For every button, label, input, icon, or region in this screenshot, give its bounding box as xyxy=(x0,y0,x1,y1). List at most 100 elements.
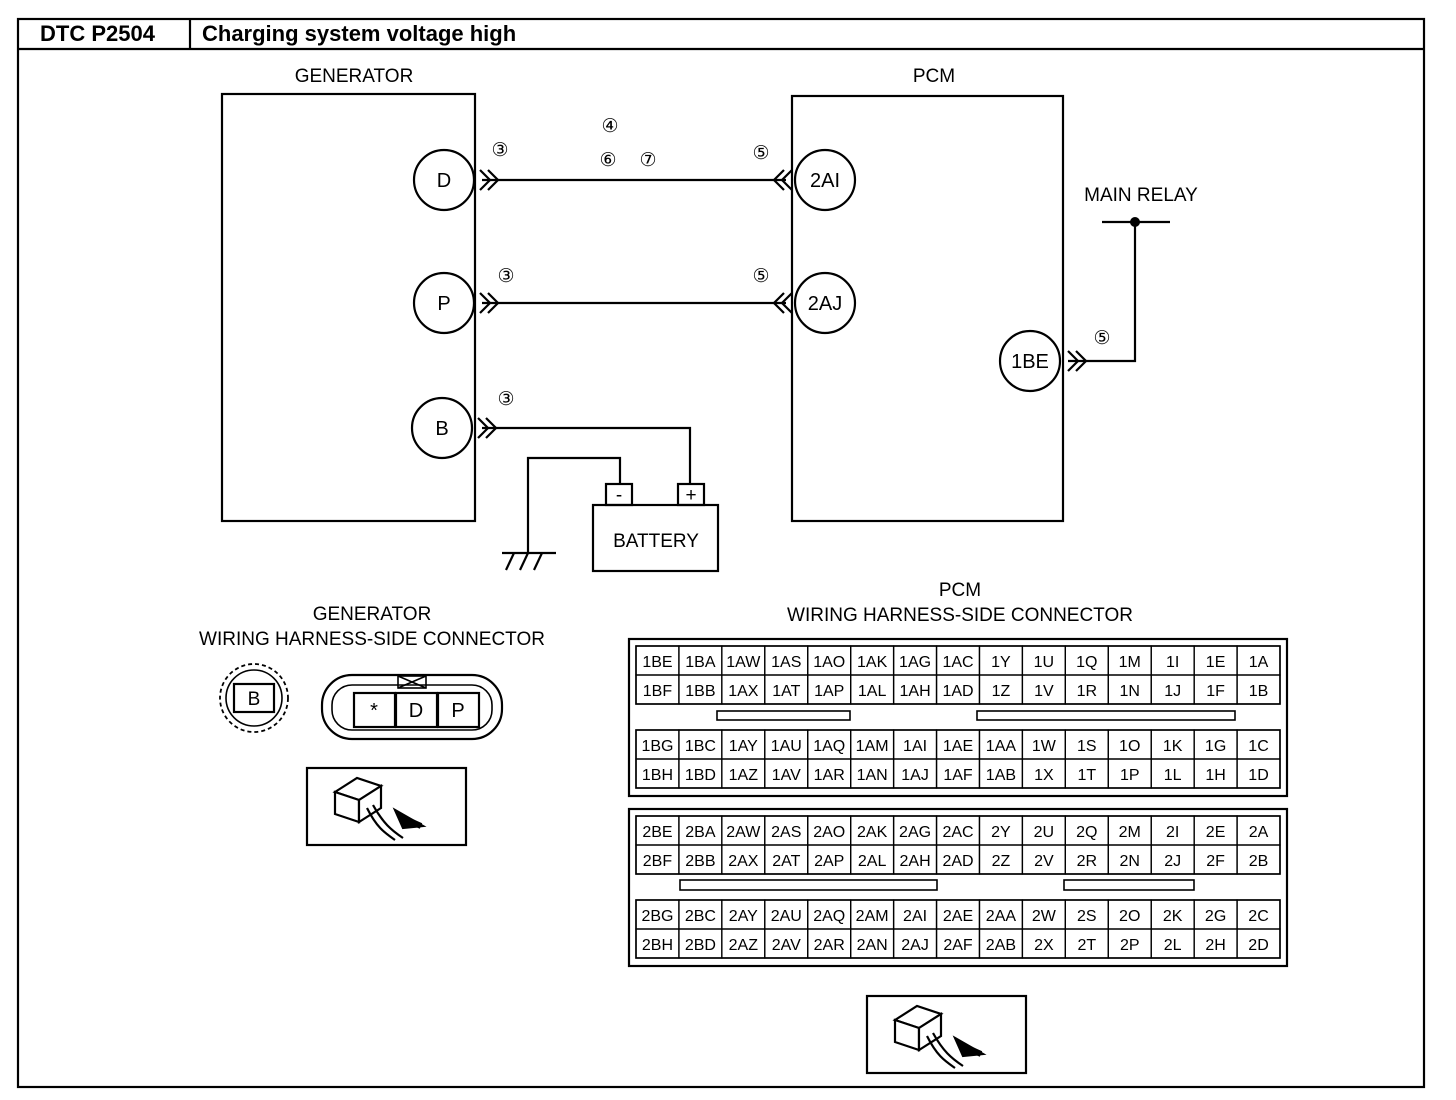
pcm-pin-cell-2l: 2L xyxy=(1164,937,1182,954)
step-mark-pcm-1be: ⑤ xyxy=(1093,328,1110,349)
pcm-pin-cell-1az: 1AZ xyxy=(729,767,759,784)
step-mark-gen-p: ③ xyxy=(497,266,514,287)
pcm-cell-border xyxy=(1236,928,1281,959)
pcm-pin-cell-2af: 2AF xyxy=(943,937,973,954)
pcm-pin-cell-1am: 1AM xyxy=(856,738,889,755)
pcm-cell-border xyxy=(1236,844,1281,875)
pcm-pin-cell-2e: 2E xyxy=(1206,824,1226,841)
pcm-label: PCM xyxy=(913,66,955,87)
main-relay-label: MAIN RELAY xyxy=(1084,185,1198,206)
pcm-pin-cell-2be: 2BE xyxy=(642,824,672,841)
wire-battery-neg-ground xyxy=(526,456,622,553)
gen-plug-pin-2: D xyxy=(409,700,423,722)
pcm-pin-cell-1ai: 1AI xyxy=(903,738,927,755)
pcm-pin-cell-1k: 1K xyxy=(1163,738,1183,755)
pcm-pin-cell-1aj: 1AJ xyxy=(901,767,929,784)
pcm-pin-cell-2g: 2G xyxy=(1205,908,1226,925)
wire-b-battery-pos xyxy=(482,426,692,484)
pcm-pin-cell-1at: 1AT xyxy=(772,683,800,700)
pcm-pin-cell-2ak: 2AK xyxy=(857,824,888,841)
pcm-pin-cell-1q: 1Q xyxy=(1076,654,1097,671)
pcm-pin-cell-2ay: 2AY xyxy=(729,908,758,925)
harness-view-icon-gen xyxy=(305,766,468,847)
pcm-pin-cell-2i: 2I xyxy=(1166,824,1179,841)
pcm-pin-cell-1as: 1AS xyxy=(771,654,801,671)
step-mark-wire-d-6: ⑥ xyxy=(599,150,616,171)
gen-pin-p-label: P xyxy=(437,293,450,315)
pcm-pin-cell-2ac: 2AC xyxy=(942,824,973,841)
pcm-pin-1be-label: 1BE xyxy=(1011,351,1049,373)
pcm-connector-1-outline xyxy=(627,637,1289,798)
pcm-pin-cell-2bg: 2BG xyxy=(641,908,673,925)
pcm-pin-cell-2j: 2J xyxy=(1164,853,1181,870)
pcm-pin-cell-1r: 1R xyxy=(1077,683,1097,700)
main-relay-junction xyxy=(1130,217,1140,227)
pcm-pin-cell-2aq: 2AQ xyxy=(813,908,845,925)
pcm-pin-2ai-label: 2AI xyxy=(810,170,840,192)
pcm-pin-cell-1ae: 1AE xyxy=(943,738,973,755)
pcm-pin-cell-1ap: 1AP xyxy=(814,683,844,700)
generator-box xyxy=(220,92,477,523)
pcm-pin-cell-2az: 2AZ xyxy=(729,937,759,954)
pcm-pin-cell-1ao: 1AO xyxy=(813,654,845,671)
pcm-pin-cell-1s: 1S xyxy=(1077,738,1097,755)
battery-pos-terminal xyxy=(676,482,706,507)
pcm-connector-title-2: WIRING HARNESS-SIDE CONNECTOR xyxy=(787,605,1133,626)
pcm-cell-border xyxy=(1236,674,1281,705)
gen-pin-b-label: B xyxy=(435,418,448,440)
ground-icon xyxy=(502,551,556,571)
pcm-pin-cell-1aq: 1AQ xyxy=(813,738,845,755)
pcm-pin-cell-2at: 2AT xyxy=(772,853,800,870)
pcm-pin-cell-1i: 1I xyxy=(1166,654,1179,671)
pcm-pin-cell-1ay: 1AY xyxy=(729,738,758,755)
chevron-pcm-2ai xyxy=(772,169,793,191)
pcm-pin-cell-1aa: 1AA xyxy=(986,738,1017,755)
pcm-pin-cell-2an: 2AN xyxy=(857,937,888,954)
pcm-pin-cell-2ah: 2AH xyxy=(900,853,931,870)
pcm-pin-cell-1v: 1V xyxy=(1034,683,1054,700)
pcm-pin-cell-1au: 1AU xyxy=(771,738,802,755)
pcm-pin-cell-2a: 2A xyxy=(1249,824,1269,841)
pcm-pin-cell-1h: 1H xyxy=(1205,767,1225,784)
pcm-pin-cell-1aw: 1AW xyxy=(726,654,761,671)
pcm-pin-cell-2as: 2AS xyxy=(771,824,801,841)
pcm-pin-cell-1ad: 1AD xyxy=(942,683,973,700)
gen-plug-connector: * D P xyxy=(320,673,504,741)
chevron-gen-b xyxy=(477,417,498,439)
chevron-gen-p xyxy=(479,292,500,314)
gen-b-terminal-label: B xyxy=(248,689,261,710)
pcm-pin-cell-2aw: 2AW xyxy=(726,824,761,841)
battery-neg-terminal xyxy=(604,482,634,507)
pcm-pin-cell-2m: 2M xyxy=(1119,824,1141,841)
pcm-pin-cell-2ax: 2AX xyxy=(728,853,759,870)
pcm-pin-cell-2h: 2H xyxy=(1205,937,1225,954)
pcm-pin-cell-2q: 2Q xyxy=(1076,824,1097,841)
pcm-pin-cell-1o: 1O xyxy=(1119,738,1140,755)
pcm-key-2b xyxy=(1063,879,1195,891)
pcm-pin-cell-2bb: 2BB xyxy=(685,853,715,870)
step-mark-pcm-2ai: ⑤ xyxy=(752,143,769,164)
pcm-pin-cell-2aa: 2AA xyxy=(986,908,1017,925)
pcm-pin-cell-2b: 2B xyxy=(1249,853,1269,870)
pcm-pin-cell-1n: 1N xyxy=(1120,683,1140,700)
pcm-pin-cell-2k: 2K xyxy=(1163,908,1183,925)
harness-view-icon-pcm xyxy=(865,994,1028,1075)
pcm-pin-cell-2v: 2V xyxy=(1034,853,1054,870)
gen-pin-d-circle xyxy=(412,148,476,212)
pcm-pin-cell-1b: 1B xyxy=(1249,683,1269,700)
pcm-pin-cell-2al: 2AL xyxy=(858,853,887,870)
pcm-pin-cell-1w: 1W xyxy=(1032,738,1057,755)
page-frame xyxy=(16,17,1426,1089)
pcm-pin-cell-2t: 2T xyxy=(1077,937,1096,954)
pcm-pin-cell-2bf: 2BF xyxy=(643,853,673,870)
dtc-code: DTC P2504 xyxy=(40,21,156,46)
pcm-pin-cell-1an: 1AN xyxy=(857,767,888,784)
pcm-pin-cell-2o: 2O xyxy=(1119,908,1140,925)
pcm-key-2a xyxy=(679,879,938,891)
pcm-pin-cell-1af: 1AF xyxy=(943,767,973,784)
pcm-pin-1be-circle xyxy=(998,329,1062,393)
pcm-pin-cell-2ag: 2AG xyxy=(899,824,931,841)
pcm-pin-cell-1ax: 1AX xyxy=(728,683,759,700)
pcm-pin-cell-2w: 2W xyxy=(1032,908,1057,925)
